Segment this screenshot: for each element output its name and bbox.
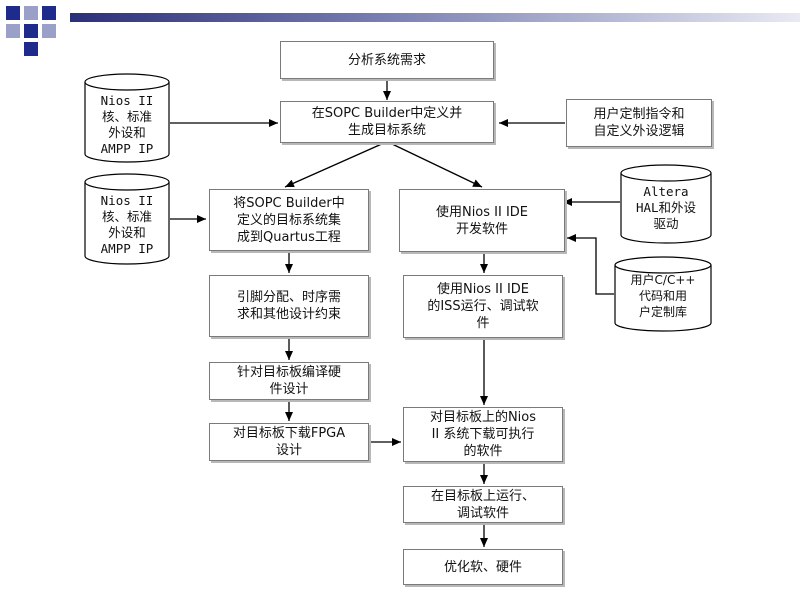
box-define-sopc-system: 在SOPC Builder中定义并 生成目标系统 (280, 101, 494, 143)
box-optimize: 优化软、硬件 (403, 549, 563, 585)
title-bar-decoration (70, 13, 800, 22)
cylinder-user-code: 用户C/C++ 代码和用 户定制库 (614, 256, 712, 332)
corner-square-5 (24, 24, 38, 38)
corner-square-4 (6, 24, 20, 38)
box-download-fpga: 对目标板下载FPGA 设计 (209, 423, 369, 461)
box-user-custom-logic: 用户定制指令和 自定义外设逻辑 (566, 99, 712, 147)
box-nios-ide-develop: 使用Nios II IDE 开发软件 (399, 189, 565, 252)
cylinder-label: Nios II 核、标准 外设和 AMPP IP (100, 193, 154, 256)
box-compile-hardware: 针对目标板编译硬 件设计 (209, 362, 369, 400)
cylinder-label: 用户C/C++ 代码和用 户定制库 (630, 273, 696, 319)
cylinder-label: Nios II 核、标准 外设和 AMPP IP (100, 93, 154, 156)
cylinder-label: Altera HAL和外设 驱动 (635, 184, 697, 231)
corner-square-7 (24, 42, 38, 56)
corner-square-1 (6, 6, 20, 20)
cylinder-nios-core-2: Nios II 核、标准 外设和 AMPP IP (84, 173, 170, 265)
cylinder-nios-core-1: Nios II 核、标准 外设和 AMPP IP (84, 73, 170, 163)
box-download-software: 对目标板上的Nios II 系统下载可执行 的软件 (403, 407, 563, 462)
box-run-debug: 在目标板上运行、 调试软件 (403, 486, 563, 523)
box-integrate-quartus: 将SOPC Builder中 定义的目标系统集 成到Quartus工程 (209, 189, 369, 251)
box-iss-debug: 使用Nios II IDE 的ISS运行、调试软 件 (403, 275, 563, 338)
arrow-define-to-integrate (284, 142, 385, 188)
corner-square-2 (24, 6, 38, 20)
cylinder-shape (84, 173, 170, 265)
cylinder-altera-hal: Altera HAL和外设 驱动 (620, 164, 712, 244)
cylinder-shape (84, 73, 170, 163)
arrow-define-to-ide (389, 142, 483, 188)
corner-square-3 (42, 6, 56, 20)
cylinder-shape (614, 256, 712, 332)
cylinder-shape (620, 164, 712, 244)
box-pin-constraints: 引脚分配、时序需 求和其他设计约束 (209, 275, 369, 337)
box-analyze-requirements: 分析系统需求 (280, 41, 494, 79)
arrow-usercode-to-ide (567, 234, 614, 295)
corner-square-6 (42, 24, 56, 38)
